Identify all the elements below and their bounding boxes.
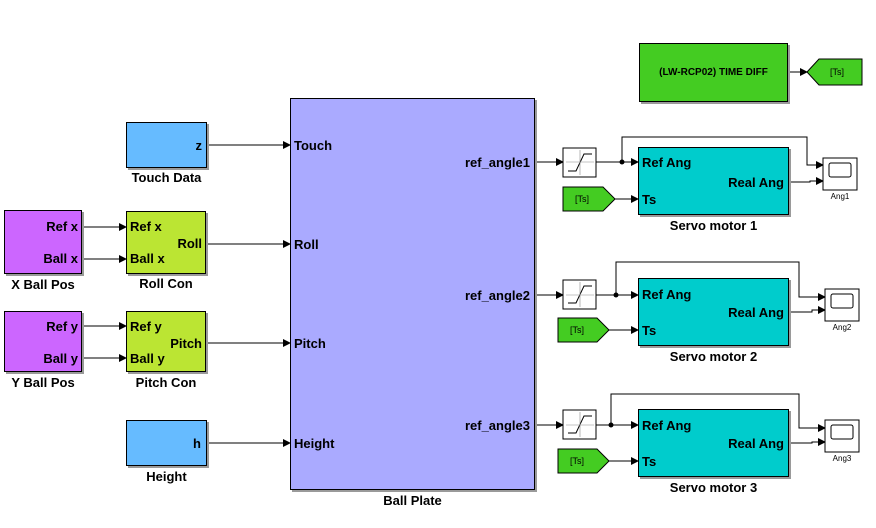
scope-ang2[interactable] (824, 288, 860, 322)
ball-plate-caption: Ball Plate (383, 493, 442, 508)
ball-plate-out-ref-angle2: ref_angle2 (464, 288, 530, 303)
pitch-con-in-ref: Ref y (130, 319, 162, 334)
servo-motor-3-caption: Servo motor 3 (669, 480, 758, 495)
line-branch1 (621, 136, 824, 169)
y-ball-pos-caption: Y Ball Pos (11, 375, 75, 390)
height-caption: Height (146, 469, 187, 484)
pitch-con-block[interactable]: Ref y Pitch Ball y (126, 311, 206, 372)
from-ts2-shape (557, 317, 610, 343)
y-ball-pos-port-ref: Ref y (46, 319, 78, 334)
pitch-con-caption: Pitch Con (135, 375, 197, 390)
junction-1 (619, 159, 625, 165)
from-ts3-shape (557, 448, 610, 474)
time-diff-label: (LW-RCP02) TIME DIFF (659, 67, 768, 78)
ball-plate-block[interactable]: Touch Roll Pitch Height ref_angle1 ref_a… (290, 98, 535, 490)
ball-plate-in-pitch: Pitch (294, 336, 326, 351)
line-real-ang3 (789, 438, 826, 446)
x-ball-pos-caption: X Ball Pos (11, 277, 75, 292)
ball-plate-in-touch: Touch (294, 138, 333, 153)
ball-plate-out-ref-angle3: ref_angle3 (464, 418, 530, 433)
ball-plate-in-roll: Roll (294, 237, 319, 252)
servo1-out-real-ang: Real Ang (728, 175, 784, 190)
roll-con-out-roll: Roll (177, 236, 202, 251)
servo3-in-ref-ang: Ref Ang (642, 418, 692, 433)
from-ts2-tag[interactable]: [Ts] (570, 325, 585, 335)
servo2-in-ref-ang: Ref Ang (642, 287, 692, 302)
line-branch3 (610, 393, 826, 432)
scope-ang1-label: Ang1 (830, 192, 850, 201)
servo1-in-ts: Ts (642, 192, 657, 207)
servo-motor-3-block[interactable]: Ref Ang Real Ang Ts (638, 409, 789, 477)
ball-plate-in-height: Height (294, 436, 335, 451)
servo-motor-2-block[interactable]: Ref Ang Real Ang Ts (638, 278, 789, 346)
touch-data-block[interactable]: z (126, 122, 207, 168)
from-ts1-tag[interactable]: [Ts] (575, 194, 590, 204)
y-ball-pos-block[interactable]: Ref y Ball y (4, 311, 82, 372)
scope-ang3[interactable] (824, 419, 860, 453)
junction-3 (608, 422, 614, 428)
time-diff-block[interactable]: (LW-RCP02) TIME DIFF (639, 43, 788, 102)
saturation-2[interactable] (562, 279, 597, 310)
servo2-in-ts: Ts (642, 323, 657, 338)
servo3-out-real-ang: Real Ang (728, 436, 784, 451)
x-ball-pos-port-ref: Ref x (46, 219, 78, 234)
servo-motor-1-block[interactable]: Ref Ang Real Ang Ts (638, 147, 789, 215)
servo2-out-real-ang: Real Ang (728, 305, 784, 320)
line-real-ang2 (789, 306, 826, 314)
scope-ang1[interactable] (822, 157, 858, 191)
touch-data-port-z: z (195, 138, 203, 153)
servo-motor-2-caption: Servo motor 2 (669, 349, 758, 364)
junction-2 (613, 292, 619, 298)
goto-ts-tag-shape (806, 58, 863, 86)
scope-ang3-label: Ang3 (832, 454, 852, 463)
roll-con-caption: Roll Con (139, 276, 193, 291)
goto-ts-tag[interactable]: [Ts] (830, 67, 845, 77)
scope-ang2-label: Ang2 (832, 323, 852, 332)
servo-motor-1-caption: Servo motor 1 (669, 218, 758, 233)
servo3-in-ts: Ts (642, 454, 657, 469)
servo1-in-ref-ang: Ref Ang (642, 155, 692, 170)
roll-con-block[interactable]: Ref x Roll Ball x (126, 211, 206, 274)
height-port-h: h (193, 436, 201, 451)
saturation-1[interactable] (562, 147, 597, 178)
y-ball-pos-port-ball: Ball y (43, 351, 78, 366)
pitch-con-out-pitch: Pitch (170, 336, 202, 351)
ball-plate-out-ref-angle1: ref_angle1 (464, 155, 530, 170)
from-ts1-shape (562, 186, 616, 212)
roll-con-in-ball: Ball x (130, 251, 165, 266)
height-block[interactable]: h (126, 420, 207, 466)
x-ball-pos-port-ball: Ball x (43, 251, 78, 266)
pitch-con-in-ball: Ball y (130, 351, 165, 366)
roll-con-in-ref: Ref x (130, 219, 162, 234)
touch-data-caption: Touch Data (131, 170, 202, 185)
line-real-ang1 (789, 177, 824, 185)
x-ball-pos-block[interactable]: Ref x Ball x (4, 210, 82, 274)
line-branch2 (615, 261, 826, 301)
saturation-3[interactable] (562, 409, 597, 440)
from-ts3-tag[interactable]: [Ts] (570, 456, 585, 466)
